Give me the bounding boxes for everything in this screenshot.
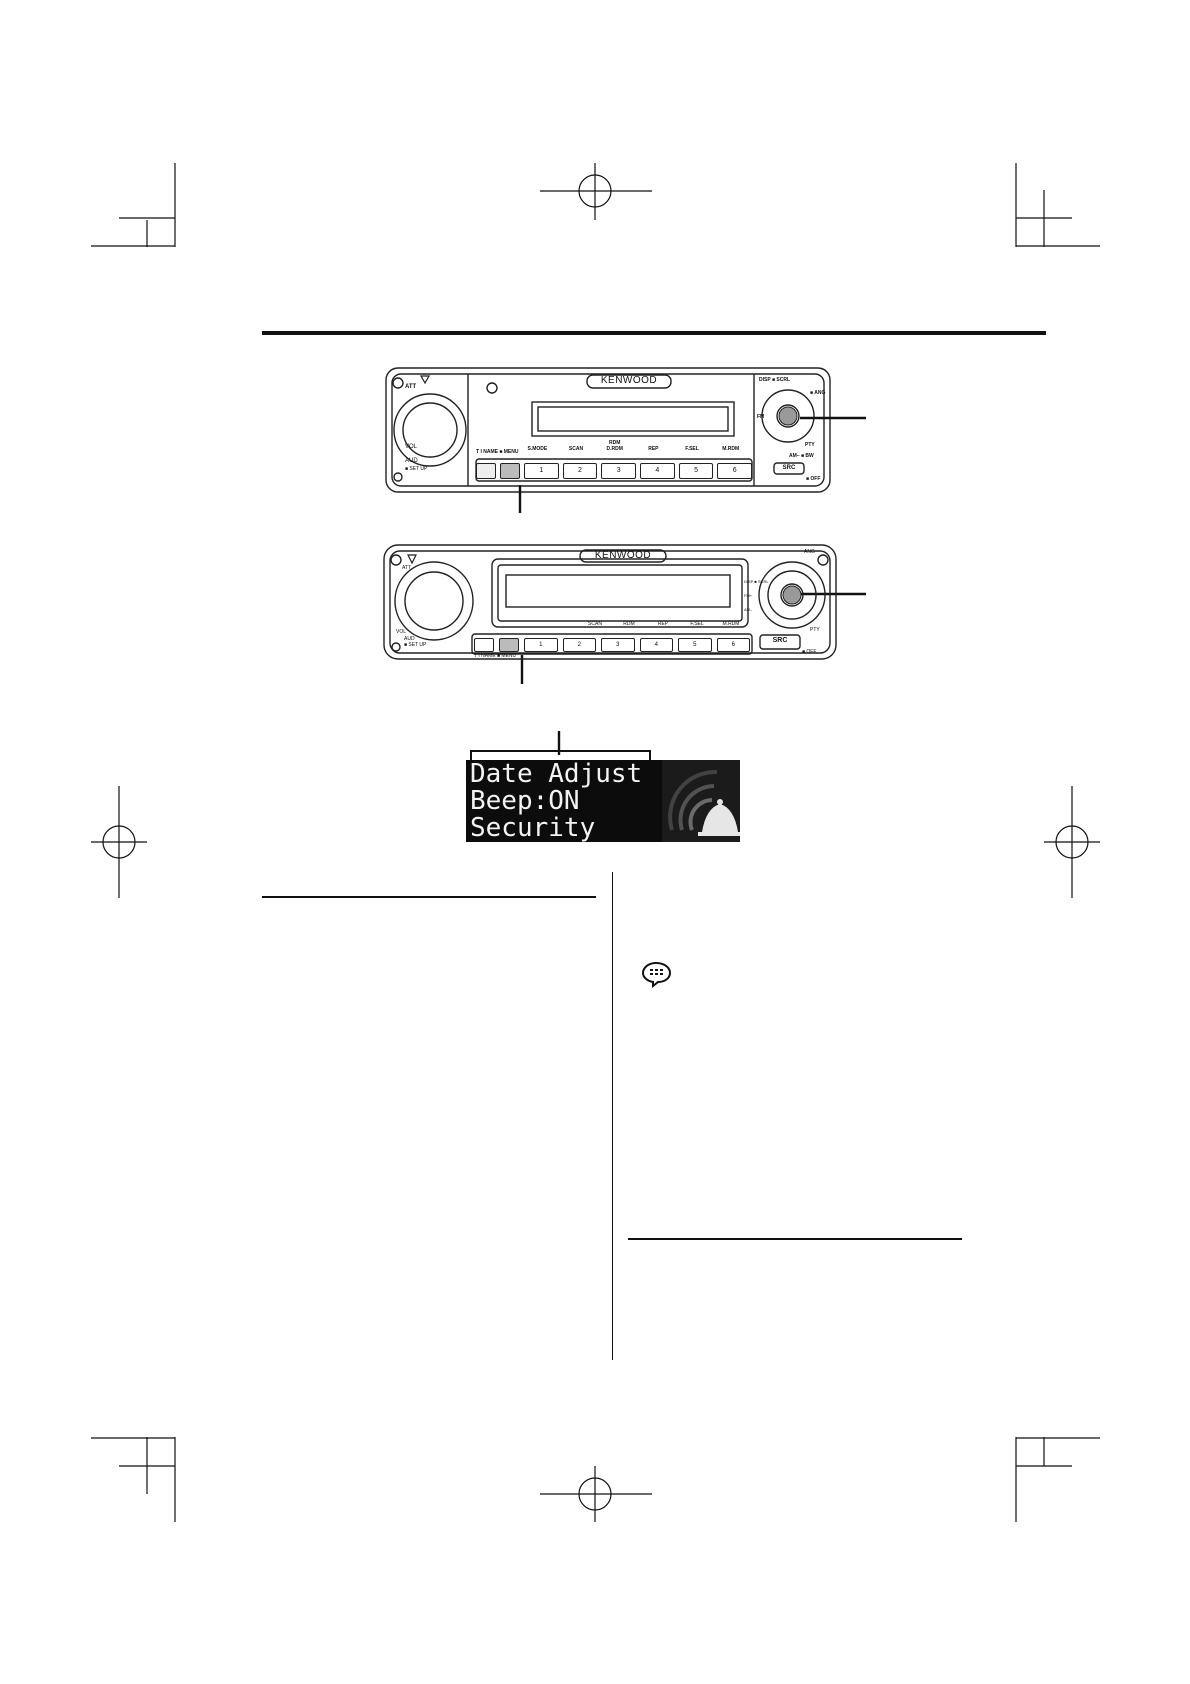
preset-button-1: 1 bbox=[524, 463, 559, 479]
off-label-1: ■ OFF bbox=[806, 476, 821, 482]
lcd-display: Date Adjust Beep:ON Security bbox=[466, 760, 740, 842]
volume-knob-inner-2 bbox=[404, 571, 464, 631]
registration-target-left bbox=[91, 786, 147, 898]
menu-button-2 bbox=[499, 638, 519, 652]
note-speech-bubble-icon bbox=[641, 961, 672, 988]
src-button-2 bbox=[759, 634, 801, 650]
volume-knob-outer bbox=[393, 393, 467, 467]
preset-buttons-2: 1 2 3 4 5 6 bbox=[524, 636, 750, 652]
column-divider bbox=[612, 872, 613, 1360]
brand-logo-2: KENWOOD bbox=[594, 550, 652, 561]
brand-plate-1 bbox=[586, 374, 672, 389]
brand-plate-2 bbox=[579, 549, 667, 563]
src-label-1: SRC bbox=[782, 465, 796, 471]
ano-label-1: ■ ANG bbox=[810, 390, 826, 396]
brand-logo-1: KENWOOD bbox=[600, 375, 658, 386]
preset-button-3: 3 bbox=[601, 638, 635, 652]
preset-buttons-1: 1 2 3 4 5 6 bbox=[524, 461, 753, 479]
preset-label: M.RDM bbox=[722, 621, 740, 627]
faceplate-illustration-1: KENWOOD ATT VOL AUD ■ SET UP T I NAME ■ … bbox=[384, 366, 834, 496]
ti-button-2 bbox=[474, 638, 494, 652]
off-label-2: ■ OFF bbox=[802, 649, 817, 655]
preset-button-3: 3 bbox=[601, 463, 637, 479]
volume-knob-outer-2 bbox=[394, 561, 474, 641]
preset-button-4: 4 bbox=[639, 638, 673, 652]
preset-button-2: 2 bbox=[562, 638, 596, 652]
preset-label: SCAN bbox=[568, 446, 584, 452]
ano-label-2: ANG bbox=[804, 549, 815, 555]
right-column-heading-rule bbox=[628, 1238, 962, 1240]
display-window-1 bbox=[531, 401, 735, 437]
faceplate-1-drawing bbox=[385, 367, 831, 493]
disp-scrl-label-1: DISP ■ SCRL bbox=[759, 377, 790, 383]
setup-label-1: ■ SET UP bbox=[405, 466, 428, 472]
button-row-2: 1 2 3 4 5 6 bbox=[474, 636, 750, 652]
preset-button-6: 6 bbox=[717, 463, 753, 479]
preset-label: RDM bbox=[623, 621, 635, 627]
setup-label-2: ■ SET UP bbox=[404, 642, 427, 648]
registration-target-right bbox=[1044, 786, 1100, 898]
registration-target-top bbox=[540, 163, 652, 220]
preset-label: F.SEL bbox=[690, 621, 704, 627]
preset-button-4: 4 bbox=[640, 463, 675, 479]
faceplate-illustration-2: KENWOOD ATT VOL AUD ■ SET UP T I NAME ■ … bbox=[382, 543, 840, 663]
vol-label-2: VOL bbox=[396, 629, 407, 635]
preset-label: S.MODE bbox=[527, 446, 548, 452]
lcd-line-3: Security bbox=[470, 813, 596, 842]
preset-button-2: 2 bbox=[562, 463, 598, 479]
menu-label-2: T I NAME ■ MENU bbox=[474, 653, 517, 659]
att-label-2: ATT bbox=[402, 565, 412, 571]
lcd-bracket bbox=[470, 750, 651, 760]
src-label-2: SRC bbox=[772, 637, 788, 644]
volume-knob-inner bbox=[402, 402, 458, 458]
preset-label: F.SEL bbox=[685, 446, 699, 452]
preset-label: SCAN bbox=[588, 621, 602, 627]
control-ring-2 bbox=[758, 561, 826, 629]
att-label-1: ATT bbox=[405, 384, 417, 390]
fm-label-1: FM bbox=[757, 414, 765, 420]
src-button-1 bbox=[773, 462, 805, 475]
menu-button-1 bbox=[500, 463, 520, 479]
preset-labels-2: SCAN RDM REP F.SEL M.RDM bbox=[578, 621, 748, 627]
preset-label: M.RDM bbox=[722, 446, 740, 452]
preset-button-5: 5 bbox=[678, 463, 714, 479]
lcd-line-2: Beep:ON bbox=[470, 786, 580, 816]
am-bw-label-1: AM– ■ BW bbox=[789, 453, 814, 459]
preset-labels-1: S.MODE SCAN RDM D.RDM REP F.SEL M.RDM bbox=[518, 440, 750, 452]
control-ring-1 bbox=[761, 389, 815, 443]
preset-button-5: 5 bbox=[678, 638, 712, 652]
vol-label-1: VOL bbox=[405, 444, 418, 450]
control-knob-1 bbox=[776, 404, 800, 428]
menu-label-1: T I NAME ■ MENU bbox=[476, 449, 519, 455]
ti-button-1 bbox=[476, 463, 496, 479]
preset-button-1: 1 bbox=[524, 638, 558, 652]
pty-label-2: PTY bbox=[810, 627, 820, 633]
am-minus-label-2: AM– bbox=[744, 607, 753, 612]
preset-label: RDM D.RDM bbox=[606, 440, 623, 452]
preset-label: REP bbox=[657, 621, 669, 627]
disp-scrl-label-2: DISP ■ SCRL bbox=[744, 579, 769, 584]
preset-button-6: 6 bbox=[716, 638, 750, 652]
display-frame-2 bbox=[491, 558, 749, 628]
lcd-line-1: Date Adjust bbox=[470, 760, 643, 789]
pty-label-1: PTY bbox=[805, 442, 815, 448]
header-rule bbox=[262, 331, 1046, 335]
fm-plus-label-2: FM+ bbox=[744, 593, 753, 598]
preset-label: REP bbox=[648, 446, 659, 452]
display-window-2 bbox=[505, 574, 731, 608]
aud-label-2: AUD bbox=[404, 636, 415, 642]
bell-animation-icon bbox=[662, 760, 740, 842]
aud-label-1: AUD bbox=[405, 458, 418, 464]
button-row-1: 1 2 3 4 5 6 bbox=[476, 461, 753, 479]
faceplate-2-drawing bbox=[383, 544, 837, 660]
registration-target-bottom bbox=[540, 1466, 652, 1522]
left-column-heading-rule bbox=[262, 896, 596, 898]
